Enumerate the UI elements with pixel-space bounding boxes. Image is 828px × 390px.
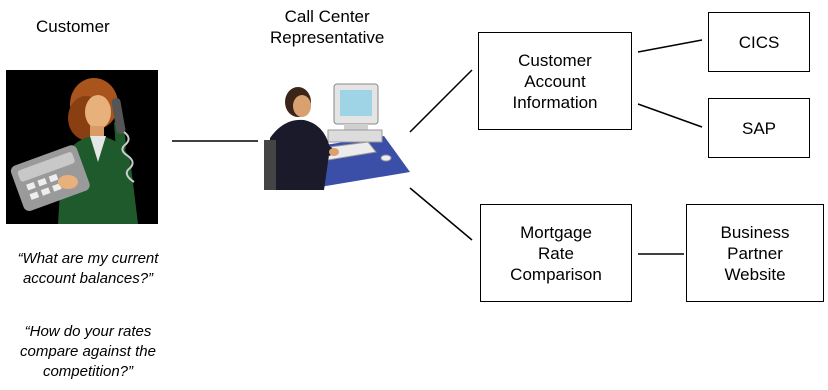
call-center-label: Call Center Representative: [270, 6, 384, 48]
business-partner-website-box: Business Partner Website: [686, 204, 824, 302]
business-partner-line1: Business: [720, 222, 790, 242]
cics-label: CICS: [738, 32, 780, 52]
line-account-to-sap: [637, 103, 703, 128]
customer-account-line1: Customer: [518, 50, 592, 70]
customer-quote-rates: “How do your rates compare against the c…: [0, 322, 176, 382]
quote2-line1: “How do your rates: [24, 323, 152, 340]
quote1-line1: “What are my current: [17, 250, 159, 267]
mortgage-line3: Comparison: [510, 264, 602, 284]
customer-account-line3: Information: [512, 92, 598, 112]
line-rep-to-account: [409, 69, 473, 133]
customer-account-information-box: Customer Account Information: [478, 32, 632, 130]
business-partner-line2: Partner: [727, 243, 783, 263]
line-rep-to-mortgage: [409, 187, 473, 241]
mortgage-line1: Mortgage: [520, 222, 592, 242]
customer-account-line2: Account: [524, 71, 586, 91]
mortgage-rate-comparison-box: Mortgage Rate Comparison: [480, 204, 632, 302]
sap-box: SAP: [708, 98, 810, 158]
business-partner-line3: Website: [724, 264, 786, 284]
customer-photo: [6, 70, 158, 224]
call-center-label-line1: Call Center: [284, 7, 370, 26]
agent-at-computer-image: [264, 83, 410, 190]
quote2-line3: competition?”: [42, 363, 134, 380]
line-account-to-cics: [637, 39, 703, 53]
cics-box: CICS: [708, 12, 810, 72]
sap-label: SAP: [741, 118, 777, 138]
woman-on-phone-image: [10, 78, 138, 224]
call-center-label-line2: Representative: [270, 28, 385, 47]
customer-quote-balances: “What are my current account balances?”: [0, 249, 176, 289]
quote2-line2: compare against the: [20, 343, 156, 360]
quote1-line2: account balances?”: [22, 270, 154, 287]
customer-label: Customer: [36, 17, 110, 36]
representative-image: [264, 78, 412, 190]
mortgage-line2: Rate: [538, 243, 574, 263]
